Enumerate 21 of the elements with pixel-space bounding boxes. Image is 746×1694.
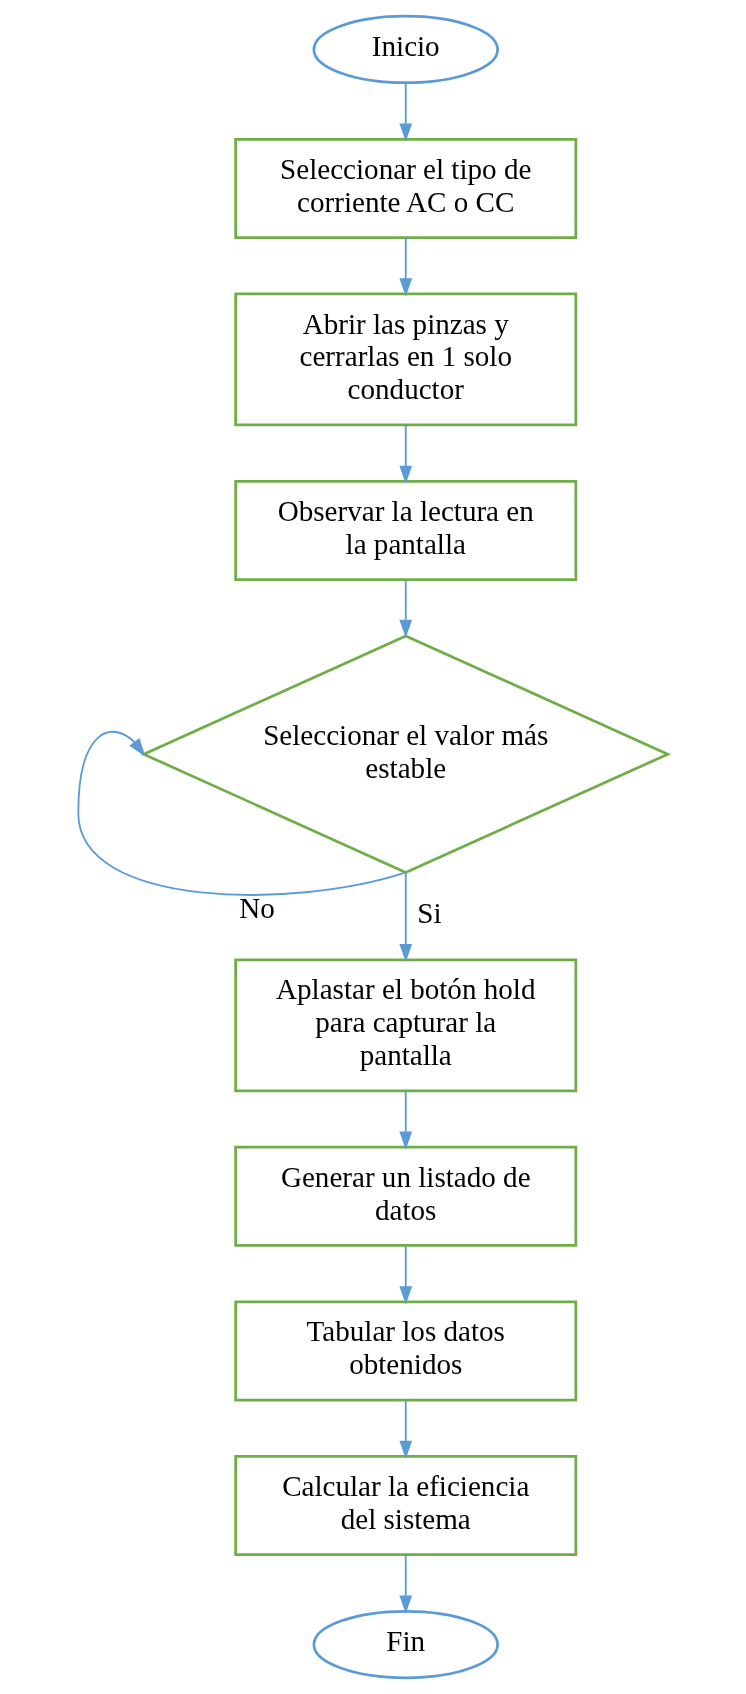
arrow	[399, 82, 413, 142]
node-box: Generar un listado de datos	[234, 1145, 578, 1247]
arrow	[399, 1399, 413, 1460]
arrow	[399, 1553, 413, 1614]
node-ellipse: Fin	[312, 1609, 499, 1680]
node-box: Calcular la eficiencia del sistema	[234, 1455, 578, 1557]
node-box: Seleccionar el tipo de corriente AC o CC	[234, 137, 578, 239]
node-diamond: Seleccionar el valor más estable	[140, 634, 672, 874]
arrow	[399, 236, 413, 297]
arrow	[399, 871, 413, 963]
arrow	[399, 579, 413, 638]
arrow	[399, 1245, 413, 1305]
node-box: Aplastar el botón hold para capturar la pantalla	[234, 958, 578, 1093]
arrow	[399, 1089, 413, 1150]
edge-label: Si	[417, 897, 442, 930]
node-ellipse: Inicio	[312, 14, 499, 85]
arrow	[399, 424, 413, 484]
edge-label: No	[239, 891, 275, 924]
node-box: Observar la lectura en la pantalla	[234, 479, 578, 581]
node-box: Abrir las pinzas y cerrarlas en 1 solo conductor	[234, 292, 578, 427]
node-box: Tabular los datos obtenidos	[234, 1300, 578, 1402]
